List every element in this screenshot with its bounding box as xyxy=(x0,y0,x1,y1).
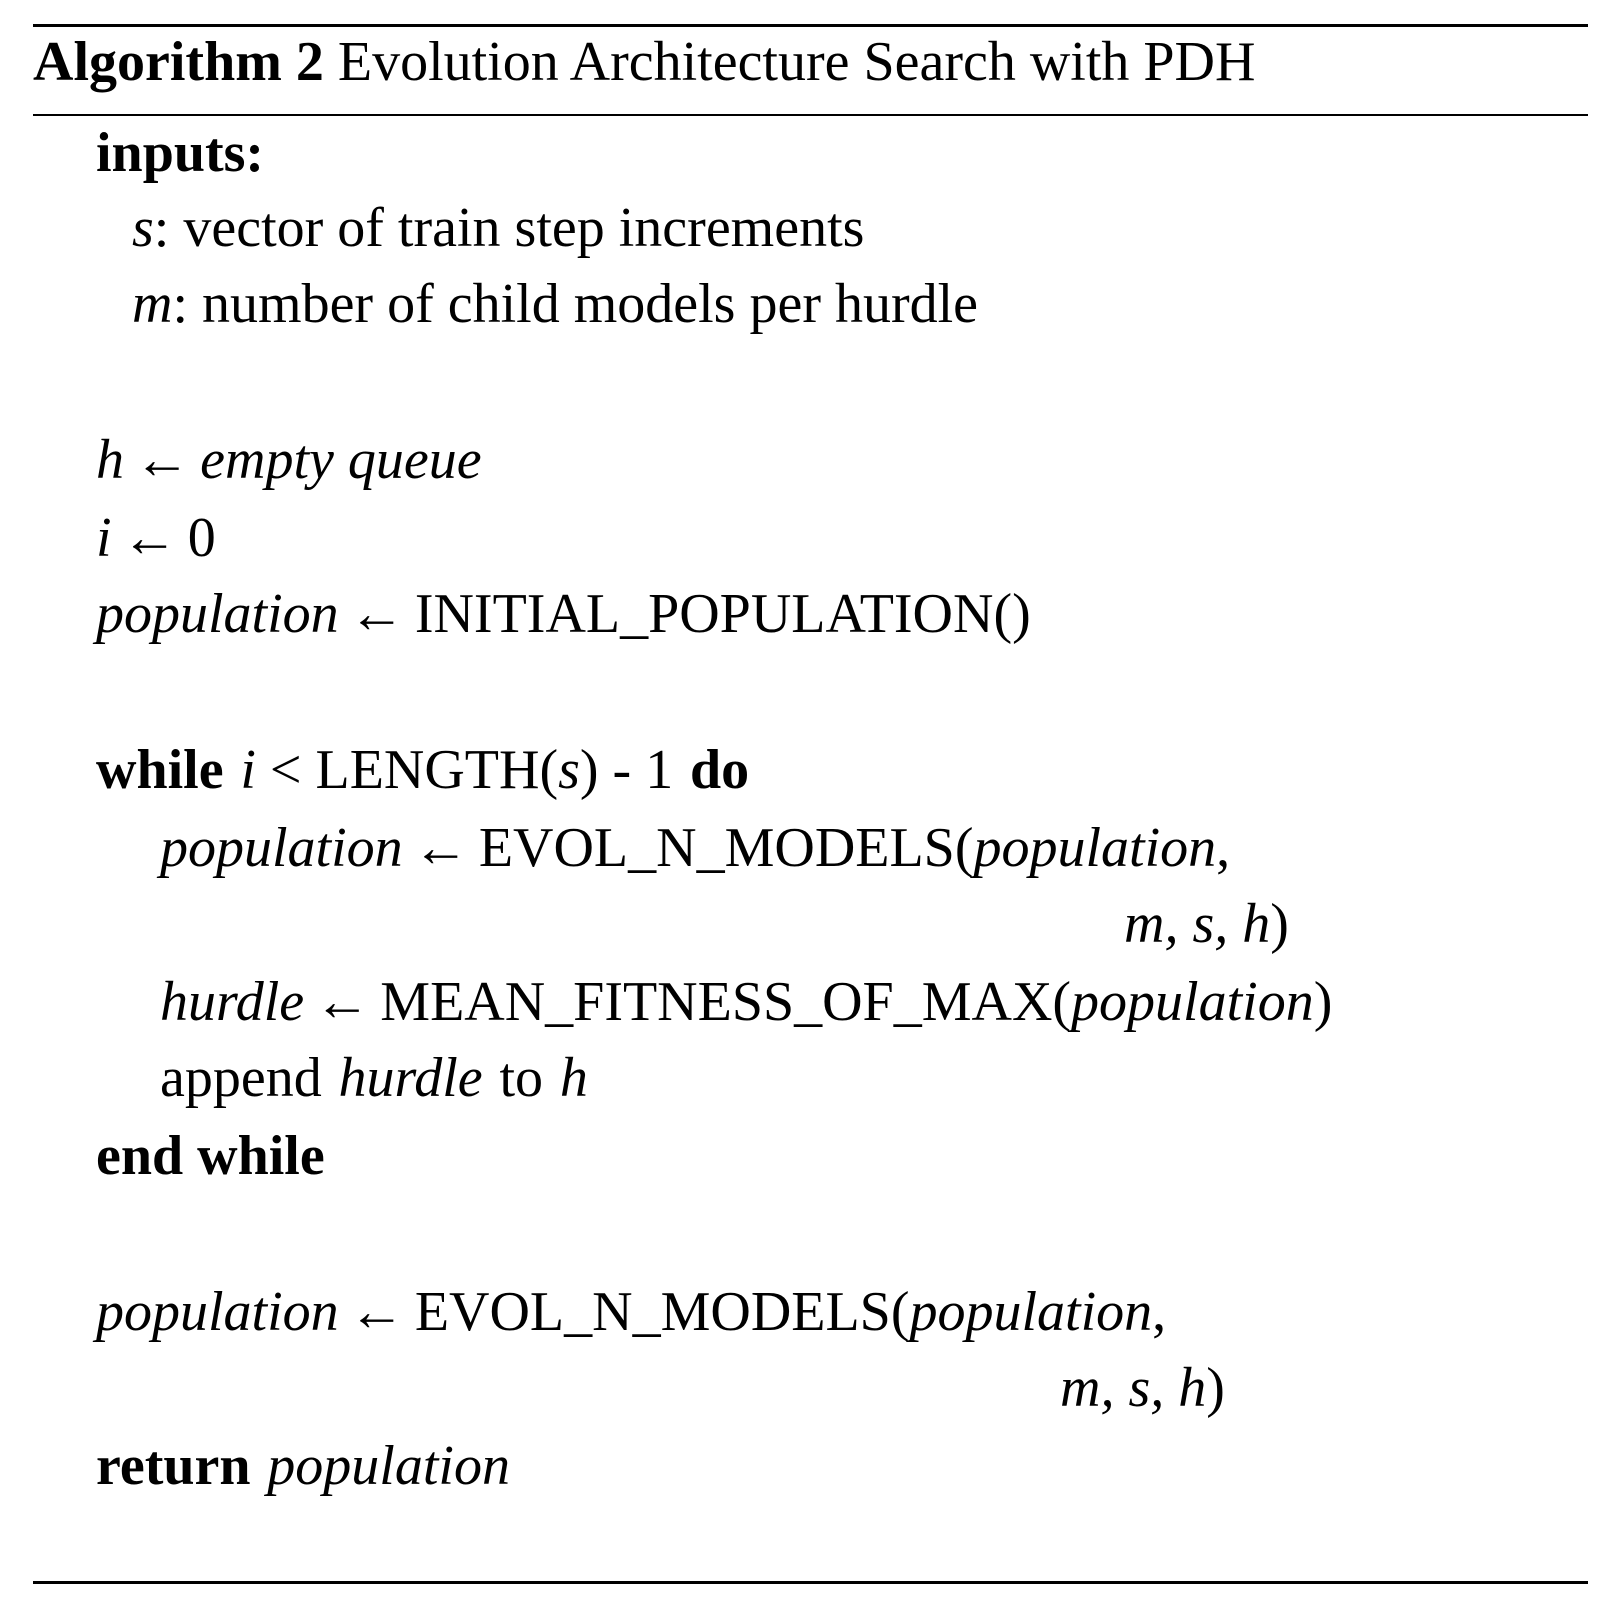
final-evol-fn: EVOL_N_MODELS( xyxy=(414,1281,910,1343)
while-cond-var: i xyxy=(240,739,256,801)
algorithm-title: Evolution Architecture Search with PDH xyxy=(337,31,1256,93)
loop-hurdle-arg: population xyxy=(1071,971,1314,1033)
assign-arrow-icon: ← xyxy=(348,583,405,645)
assign-arrow-icon: ← xyxy=(314,971,371,1033)
loop-evol-fn: EVOL_N_MODELS( xyxy=(478,817,974,879)
caption-rule xyxy=(33,114,1588,116)
algorithm-label: Algorithm 2 xyxy=(33,31,324,93)
assign-arrow-icon: ← xyxy=(348,1281,405,1343)
final-evol-cont-line: m, s, h) xyxy=(1060,1352,1225,1424)
bottom-rule xyxy=(33,1581,1588,1584)
loop-hurdle-fn: MEAN_FITNESS_OF_MAX( xyxy=(380,971,1072,1033)
inputs-header: inputs: xyxy=(96,122,265,184)
loop-hurdle-close: ) xyxy=(1313,971,1333,1033)
input-m-desc: : number of child models per hurdle xyxy=(172,273,979,335)
append-var: hurdle xyxy=(338,1047,483,1109)
loop-hurdle-lhs: hurdle xyxy=(160,971,305,1033)
assign-arrow-icon: ← xyxy=(412,817,469,879)
loop-evol-arg1: population xyxy=(973,817,1217,879)
return-var: population xyxy=(267,1435,510,1497)
do-keyword: do xyxy=(690,739,750,801)
init-h-value: empty queue xyxy=(200,429,482,491)
input-s-line: s: vector of train step increments xyxy=(132,192,864,264)
append-target: h xyxy=(559,1047,588,1109)
assign-arrow-icon: ← xyxy=(134,429,191,491)
assign-arrow-icon: ← xyxy=(121,507,178,569)
while-cond-s: s xyxy=(558,739,580,801)
while-keyword: while xyxy=(96,739,224,801)
input-m-var: m xyxy=(132,273,173,335)
init-pop-value: INITIAL_POPULATION() xyxy=(414,583,1031,645)
while-cond-b: ) - 1 xyxy=(579,739,674,801)
init-i-var: i xyxy=(96,507,112,569)
init-i-line: i←0 xyxy=(96,502,216,574)
init-pop-var: population xyxy=(96,583,339,645)
final-evol-args: m, s, h xyxy=(1060,1357,1207,1419)
final-evol-sep: , xyxy=(1152,1281,1167,1343)
while-cond-a: < LENGTH( xyxy=(255,739,559,801)
init-population-line: population←INITIAL_POPULATION() xyxy=(96,578,1031,650)
return-line: return population xyxy=(96,1430,510,1502)
init-i-value: 0 xyxy=(187,507,216,569)
final-evol-arg1: population xyxy=(909,1281,1153,1343)
loop-evol-close: ) xyxy=(1270,893,1289,955)
loop-evol-sep: , xyxy=(1216,817,1231,879)
append-keyword: append xyxy=(160,1047,322,1109)
init-h-line: h←empty queue xyxy=(96,424,482,496)
input-m-line: m: number of child models per hurdle xyxy=(132,268,978,340)
final-evol-close: ) xyxy=(1206,1357,1225,1419)
loop-evol-line: population←EVOL_N_MODELS(population, xyxy=(160,812,1230,884)
final-evol-lhs: population xyxy=(96,1281,339,1343)
loop-evol-args: m, s, h xyxy=(1124,893,1271,955)
loop-evol-lhs: population xyxy=(160,817,403,879)
input-s-var: s xyxy=(132,197,154,259)
init-h-var: h xyxy=(96,429,124,491)
return-keyword: return xyxy=(96,1435,251,1497)
final-evol-line: population←EVOL_N_MODELS(population, xyxy=(96,1276,1166,1348)
append-to: to xyxy=(499,1047,544,1109)
end-while-keyword: end while xyxy=(96,1125,325,1187)
loop-hurdle-line: hurdle←MEAN_FITNESS_OF_MAX(population) xyxy=(160,966,1332,1038)
algorithm-caption: Algorithm 2 Evolution Architecture Searc… xyxy=(33,26,1255,98)
loop-evol-cont-line: m, s, h) xyxy=(1124,888,1289,960)
input-s-desc: : vector of train step increments xyxy=(153,197,865,259)
top-rule xyxy=(33,24,1588,27)
